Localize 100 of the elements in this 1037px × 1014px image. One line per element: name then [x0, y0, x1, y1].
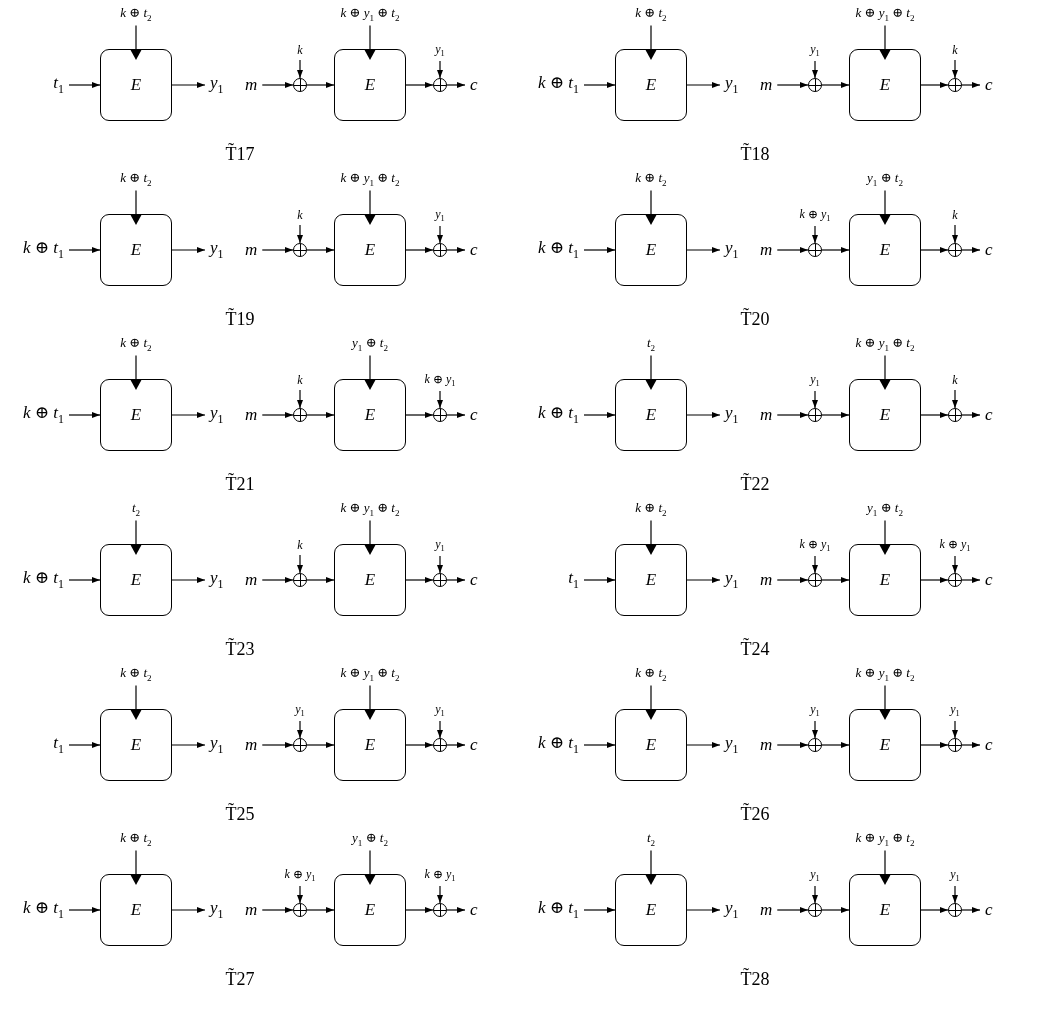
figure-caption: T̃28 — [740, 968, 770, 990]
arrow — [297, 224, 303, 244]
arrow — [645, 354, 657, 390]
arrow — [952, 885, 958, 904]
xor-symbol — [808, 738, 822, 752]
input-label: m — [245, 570, 258, 590]
input-label: t$_{1}$ — [53, 733, 64, 757]
output-label: y$_{1}$ — [210, 733, 224, 757]
arrow — [261, 412, 294, 418]
arrow — [446, 412, 466, 418]
xor-symbol — [948, 738, 962, 752]
arrow — [306, 907, 335, 913]
xor-symbol — [293, 78, 307, 92]
arrow — [68, 82, 101, 88]
arrow — [405, 247, 434, 253]
cipher-block: E — [100, 214, 172, 286]
arrow — [405, 412, 434, 418]
xor-symbol — [433, 243, 447, 257]
cipher-block: E — [615, 709, 687, 781]
arrow — [583, 82, 616, 88]
key-label: k ⊕ t$_{2}$ — [635, 666, 667, 684]
input-label: m — [760, 900, 773, 920]
input-label: m — [760, 405, 773, 425]
xor-symbol — [808, 903, 822, 917]
arrow — [306, 247, 335, 253]
arrow — [68, 412, 101, 418]
arrow — [583, 412, 616, 418]
xor-symbol — [293, 903, 307, 917]
xor-symbol — [433, 408, 447, 422]
xor-symbol — [808, 243, 822, 257]
arrow — [130, 684, 142, 720]
arrow — [583, 247, 616, 253]
cipher-block: E — [334, 49, 406, 121]
arrow — [961, 412, 981, 418]
arrow — [306, 82, 335, 88]
arrow — [583, 577, 616, 583]
arrow — [812, 720, 818, 739]
output-label: y$_{1}$ — [725, 403, 739, 427]
arrow — [821, 907, 850, 913]
cipher-block: E — [849, 544, 921, 616]
xor-symbol — [948, 408, 962, 422]
arrow — [171, 412, 206, 418]
xor-symbol — [293, 408, 307, 422]
cipher-block: E — [334, 379, 406, 451]
arrow — [645, 24, 657, 60]
output-label: c — [985, 405, 993, 425]
cipher-block: E — [615, 544, 687, 616]
arrow — [364, 354, 376, 390]
xor-input-label: k ⊕ y$_{1}$ — [284, 868, 316, 884]
arrow — [952, 720, 958, 739]
arrow — [306, 577, 335, 583]
arrow — [446, 907, 466, 913]
cipher-block: E — [615, 214, 687, 286]
arrow — [261, 82, 294, 88]
figure-caption: T̃18 — [740, 143, 770, 165]
output-label: c — [470, 570, 478, 590]
input-label: m — [245, 900, 258, 920]
output-label: c — [470, 405, 478, 425]
arrow — [68, 742, 101, 748]
figure-caption: T̃24 — [740, 638, 770, 660]
key-label: k ⊕ t$_{2}$ — [635, 6, 667, 24]
figure-caption: T̃19 — [225, 308, 255, 330]
arrow — [776, 907, 809, 913]
output-label: y$_{1}$ — [210, 568, 224, 592]
key-label: k ⊕ t$_{2}$ — [635, 171, 667, 189]
xor-symbol — [948, 903, 962, 917]
xor-symbol — [948, 243, 962, 257]
arrow — [364, 849, 376, 885]
xor-input-label: k — [952, 44, 958, 58]
key-label: k ⊕ t$_{2}$ — [120, 666, 152, 684]
input-label: k ⊕ t$_{1}$ — [538, 73, 579, 97]
arrow — [68, 907, 101, 913]
key-label: y$_{1}$ ⊕ t$_{2}$ — [352, 831, 388, 849]
key-label: k ⊕ t$_{2}$ — [120, 171, 152, 189]
figure-caption: T̃26 — [740, 803, 770, 825]
figure-caption: T̃21 — [225, 473, 255, 495]
arrow — [776, 412, 809, 418]
arrow — [821, 412, 850, 418]
arrow — [583, 907, 616, 913]
arrow — [686, 247, 721, 253]
arrow — [437, 555, 443, 574]
output-label: c — [470, 735, 478, 755]
key-label: k ⊕ y$_{1}$ ⊕ t$_{2}$ — [855, 831, 915, 849]
key-label: k ⊕ y$_{1}$ ⊕ t$_{2}$ — [340, 171, 400, 189]
arrow — [812, 390, 818, 409]
cipher-block: E — [100, 544, 172, 616]
input-label: m — [760, 240, 773, 260]
arrow — [297, 885, 303, 904]
xor-input-label: k ⊕ y$_{1}$ — [799, 208, 831, 224]
arrow — [583, 742, 616, 748]
xor-symbol — [948, 573, 962, 587]
key-label: k ⊕ y$_{1}$ ⊕ t$_{2}$ — [340, 6, 400, 24]
arrow — [776, 247, 809, 253]
arrow — [645, 519, 657, 555]
cipher-block: E — [334, 709, 406, 781]
arrow — [952, 555, 958, 574]
figure-caption: T̃20 — [740, 308, 770, 330]
arrow — [261, 577, 294, 583]
xor-symbol — [293, 738, 307, 752]
arrow — [961, 742, 981, 748]
